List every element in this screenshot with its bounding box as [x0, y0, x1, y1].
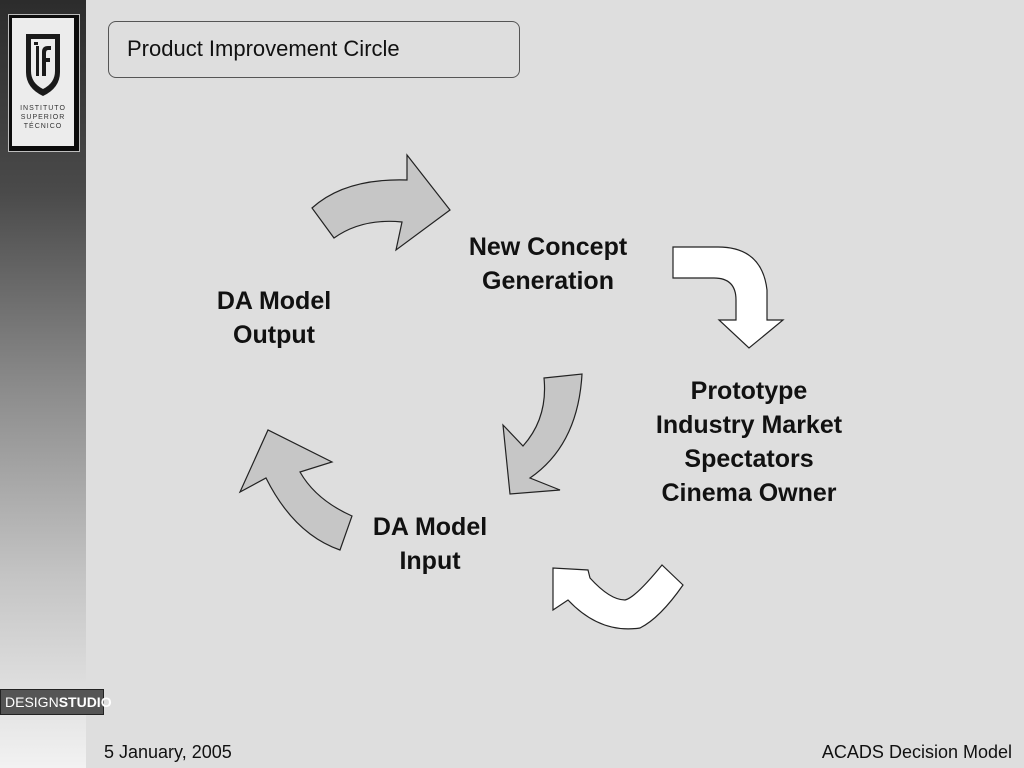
studio-label-design: DESIGN: [5, 694, 59, 710]
arrow-concept-to-prototype: [672, 246, 785, 349]
arrow-output-to-concept: [311, 153, 451, 252]
node-new-concept: New Concept Generation: [468, 233, 628, 295]
ist-logo: INSTITUTO SUPERIOR TÉCNICO: [8, 14, 80, 152]
node-prototype: Prototype Industry Market Spectators Cin…: [655, 377, 843, 507]
arrow-concept-to-input: [502, 373, 583, 495]
node-da-output: DA Model Output: [216, 287, 332, 349]
studio-label-studio: STUDIO: [58, 694, 112, 710]
slide-title: Product Improvement Circle: [127, 36, 400, 61]
footer-title: ACADS Decision Model: [821, 742, 1012, 762]
logo-caption: INSTITUTO SUPERIOR TÉCNICO: [20, 105, 66, 130]
arrow-input-to-output: [238, 429, 353, 551]
sidebar-gradient: INSTITUTO SUPERIOR TÉCNICO: [0, 0, 86, 768]
design-studio-badge: DESIGNSTUDIO: [0, 689, 112, 715]
slide-title-box: Product Improvement Circle: [108, 21, 520, 78]
node-da-input: DA Model Input: [372, 513, 488, 575]
footer-date: 5 January, 2005: [104, 742, 232, 762]
shield-icon: [26, 34, 60, 96]
arrow-prototype-to-input: [552, 564, 684, 630]
